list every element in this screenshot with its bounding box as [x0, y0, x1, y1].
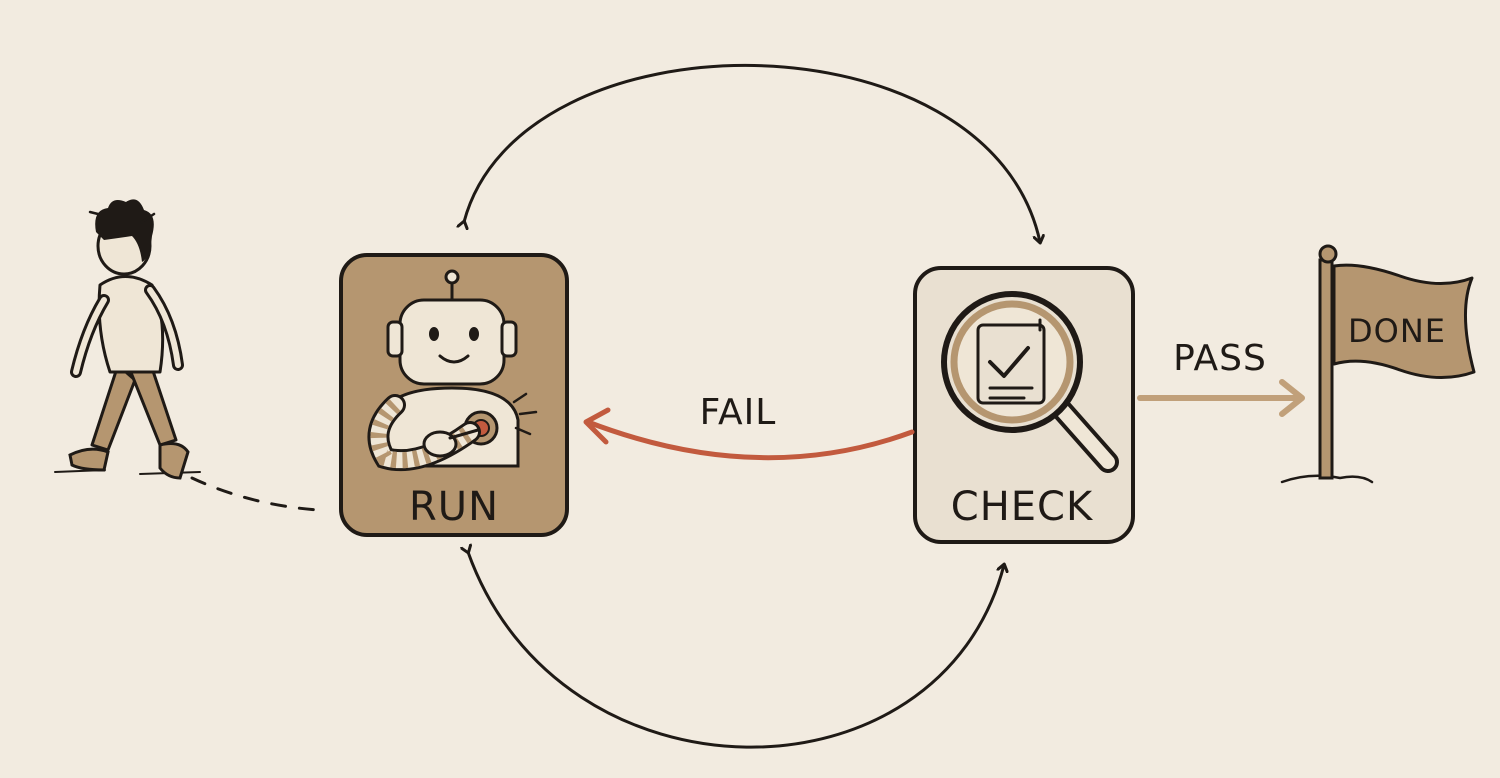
- cycle-arc-bottom: [468, 552, 1004, 749]
- done-label: DONE: [1348, 312, 1446, 350]
- pass-arrow: PASS: [1137, 338, 1305, 417]
- check-node: CHECK: [913, 266, 1135, 544]
- cycle-arc-top: [464, 63, 1040, 242]
- fail-arrow: FAIL: [583, 392, 915, 461]
- dashed-trail: [190, 476, 320, 512]
- run-label: RUN: [409, 484, 499, 530]
- robot-pressing-button-icon: [367, 269, 538, 472]
- person-walking-icon: [54, 199, 201, 480]
- run-node: RUN: [339, 253, 569, 537]
- pass-label: PASS: [1173, 338, 1267, 379]
- magnifier-clipboard-check-icon: [941, 291, 1119, 473]
- finish-flag-icon: DONE: [1280, 244, 1476, 484]
- check-label: CHECK: [951, 484, 1094, 530]
- fail-label: FAIL: [700, 392, 777, 433]
